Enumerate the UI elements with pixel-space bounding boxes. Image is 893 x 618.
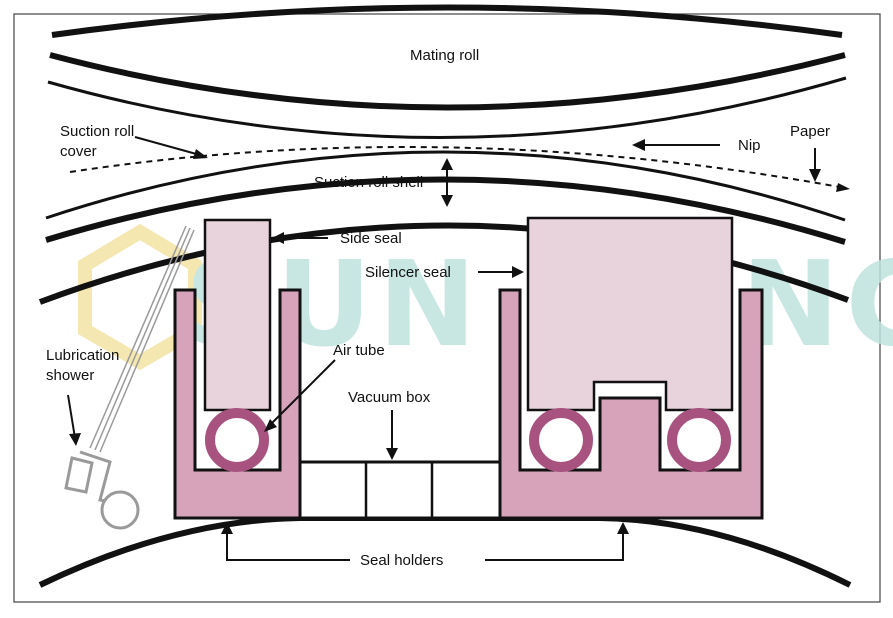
paper-arrowhead-icon [836, 183, 850, 192]
right-air-tube-icon [667, 408, 731, 472]
arrowhead-icon [272, 232, 284, 244]
arrowhead-icon [69, 433, 81, 446]
arrowhead-icon [512, 266, 524, 278]
suction-roll-cover-leader [134, 136, 201, 156]
vacuum-box-label: Vacuum box [348, 389, 431, 406]
lubrication-shower-leader [67, 394, 76, 439]
arrowhead-icon [617, 522, 629, 534]
suction-roll-cover-arc [45, 150, 846, 222]
right-seal-holder [498, 288, 764, 520]
lubrication-shower [64, 225, 195, 530]
arrowhead-icon [441, 158, 453, 170]
mating-roll-label: Mating roll [410, 47, 479, 64]
arrowhead-icon [809, 169, 821, 182]
paper-web-line [69, 146, 846, 189]
seal-holders-right-bracket [485, 528, 624, 561]
mating-roll-surface [47, 76, 847, 140]
vacuum-box [298, 460, 502, 520]
mating-roll-inner-arc [49, 52, 846, 111]
lubrication-shower-label-line2: shower [46, 367, 94, 384]
lubrication-shower-label-line1: Lubrication [46, 347, 119, 364]
air-tube-label: Air tube [333, 342, 385, 359]
left-air-tube-icon [205, 408, 269, 472]
arrowhead-icon [386, 448, 398, 460]
right-air-tube-icon [529, 408, 593, 472]
seal-holders-left-bracket [226, 528, 350, 561]
arrowhead-icon [264, 419, 277, 432]
arrowhead-icon [441, 195, 453, 207]
suction-roll-cover-label-line2: cover [60, 143, 97, 160]
side-seal [203, 218, 272, 412]
seal-holders-label: Seal holders [360, 552, 443, 569]
arrowhead-icon [632, 139, 645, 151]
mating-roll-outer-arc [51, 4, 843, 38]
arrowhead-icon [193, 149, 208, 159]
nip-label: Nip [738, 137, 761, 154]
suction-roll-cover-label-line1: Suction roll [60, 123, 134, 140]
arrowhead-icon [221, 522, 233, 534]
side-seal-label: Side seal [340, 230, 402, 247]
left-seal-holder [173, 288, 302, 520]
air-tube-leader [269, 359, 336, 426]
paper-label: Paper [790, 123, 830, 140]
silencer-seal [526, 216, 734, 412]
silencer-seal-label: Silencer seal [365, 264, 451, 281]
suction-roll-shell-label: Suction roll shell [314, 174, 423, 191]
